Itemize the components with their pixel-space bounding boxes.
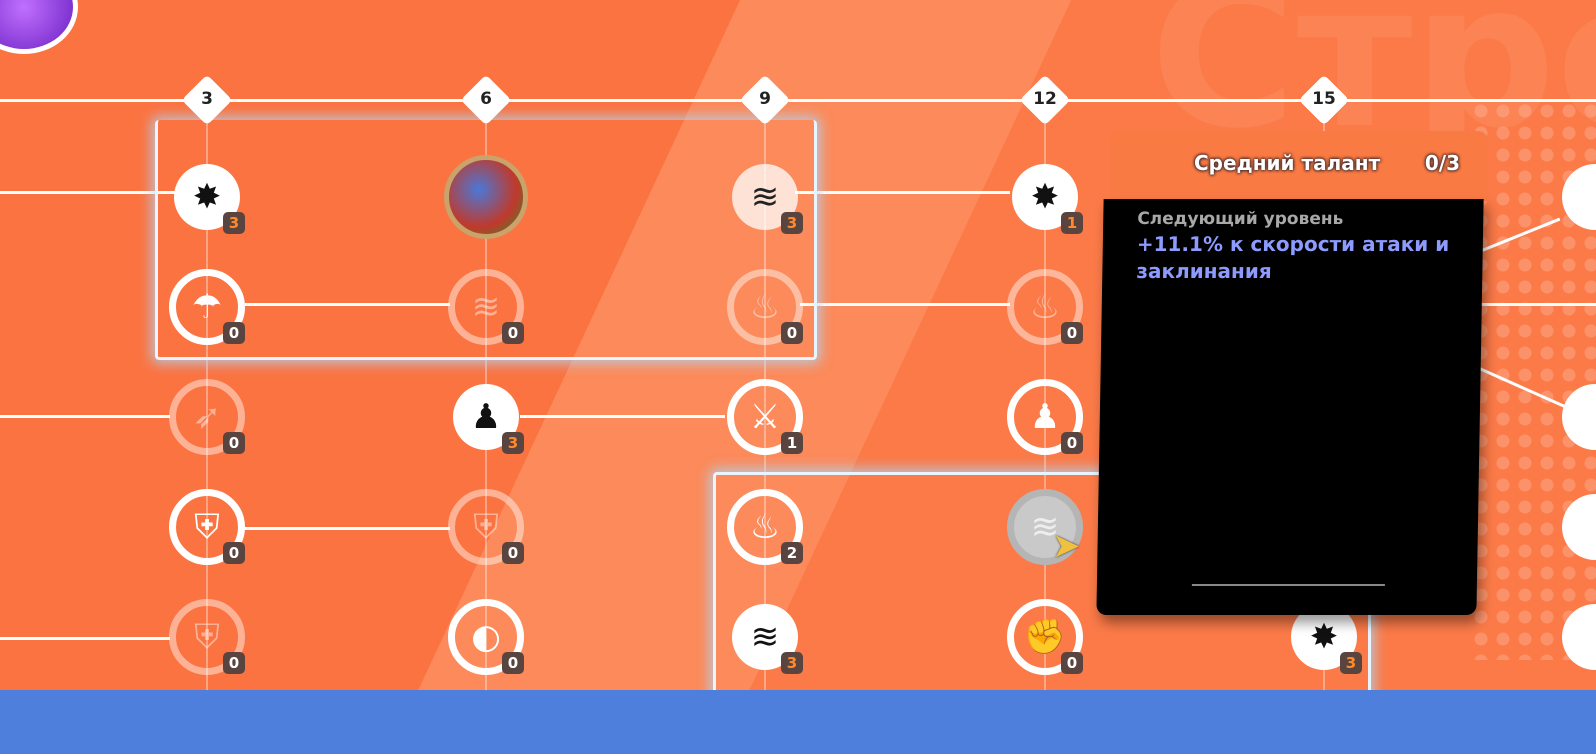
talent-tooltip: Средний талант 0/3 Следующий уровень +11… [1096, 131, 1488, 615]
talent-level-badge: 1 [781, 432, 803, 454]
milestone-track [0, 99, 1596, 102]
cursor-icon: ➤ [1052, 526, 1081, 566]
milestone-label: 15 [1312, 89, 1336, 109]
feather-icon: ➶ [192, 397, 222, 437]
talent-level-badge: 3 [502, 432, 524, 454]
tooltip-divider [1191, 584, 1385, 586]
mushroom-icon: ☂ [191, 287, 223, 327]
talent-level-badge: 3 [781, 652, 803, 674]
shatter-icon: ✸ [192, 177, 222, 217]
talent-level-badge: 0 [502, 322, 524, 344]
dragon-icon: ♨ [749, 287, 781, 327]
talent-level-badge: 3 [223, 212, 245, 234]
bottom-bar [0, 690, 1596, 754]
connector-line [0, 637, 170, 640]
connector-line [0, 191, 175, 194]
talent-node-crossed-swords[interactable]: ⚔ [727, 379, 803, 455]
armor-icon: ⛨ [194, 507, 220, 547]
connector-line [245, 527, 450, 530]
talent-level-badge: 0 [1061, 432, 1083, 454]
armor-icon: ⛨ [194, 617, 220, 657]
talent-node-dragon[interactable]: ♨ [727, 269, 803, 345]
winged-boot-icon: ≋ [750, 177, 780, 217]
talent-level-badge: 0 [223, 652, 245, 674]
talent-node-shield[interactable]: ◐ [448, 599, 524, 675]
talent-node-armor[interactable]: ⛨ [169, 599, 245, 675]
talent-level-badge: 1 [1061, 212, 1083, 234]
fist-icon: ✊ [1023, 617, 1067, 657]
tooltip-subtitle: Следующий уровень [1137, 209, 1344, 229]
shield-icon: ◐ [471, 617, 501, 657]
talent-node-meditation[interactable]: ♟ [1007, 379, 1083, 455]
talent-node-dragon[interactable]: ♨ [1007, 269, 1083, 345]
talent-level-badge: 3 [781, 212, 803, 234]
talent-level-badge: 0 [502, 542, 524, 564]
talent-node-phoenix[interactable]: ♨ [727, 489, 803, 565]
crossed-swords-icon: ⚔ [749, 397, 781, 437]
talent-level-badge: 3 [1340, 652, 1362, 674]
talent-node-elemental-orb[interactable] [444, 155, 528, 239]
talent-node-armor[interactable]: ⛨ [169, 489, 245, 565]
phoenix-icon: ♨ [749, 507, 781, 547]
connector-line [795, 191, 1010, 194]
meditation-icon: ♟ [1029, 397, 1061, 437]
talent-node-feather[interactable]: ➶ [169, 379, 245, 455]
talent-node-fist[interactable]: ✊ [1007, 599, 1083, 675]
connector-line [1430, 303, 1596, 306]
talent-level-badge: 0 [223, 542, 245, 564]
unlocked-section-box [155, 120, 817, 360]
tooltip-body: Следующий уровень +11.1% к скорости атак… [1096, 199, 1484, 615]
shatter-icon: ✸ [1030, 177, 1060, 217]
talent-level-badge: 0 [223, 322, 245, 344]
tooltip-header: Средний талант 0/3 [1110, 131, 1488, 201]
shatter-icon: ✸ [1309, 617, 1339, 657]
talent-level-badge: 0 [223, 432, 245, 454]
armor-icon: ⛨ [473, 507, 499, 547]
talent-node-meditation[interactable]: ♟ [453, 384, 519, 450]
milestone-label: 6 [480, 89, 492, 109]
talent-level-badge: 0 [1061, 322, 1083, 344]
winged-boot-icon: ≋ [750, 617, 780, 657]
tooltip-description: +11.1% к скорости атаки и заклинания [1136, 232, 1450, 283]
winged-boot-icon: ≋ [1030, 507, 1060, 547]
talent-level-badge: 2 [781, 542, 803, 564]
connector-line [800, 303, 1010, 306]
talent-node-winged-boot[interactable]: ≋ [732, 164, 798, 230]
talent-level-badge: 0 [502, 652, 524, 674]
connector-line [245, 303, 450, 306]
tooltip-count: 0/3 [1424, 151, 1460, 175]
dragon-icon: ♨ [1029, 287, 1061, 327]
milestone-label: 12 [1033, 89, 1057, 109]
talent-level-badge: 0 [781, 322, 803, 344]
milestone-label: 9 [759, 89, 771, 109]
milestone-label: 3 [201, 89, 213, 109]
talent-node-mushroom[interactable]: ☂ [169, 269, 245, 345]
talent-level-badge: 0 [1061, 652, 1083, 674]
talent-node-winged-boot[interactable]: ≋ [1007, 489, 1083, 565]
winged-boot-icon: ≋ [471, 287, 501, 327]
connector-line [520, 415, 725, 418]
talent-node-winged-boot[interactable]: ≋ [448, 269, 524, 345]
talent-node-armor[interactable]: ⛨ [448, 489, 524, 565]
meditation-icon: ♟ [470, 397, 502, 437]
connector-line [0, 415, 170, 418]
tooltip-title: Средний талант [1194, 151, 1381, 175]
